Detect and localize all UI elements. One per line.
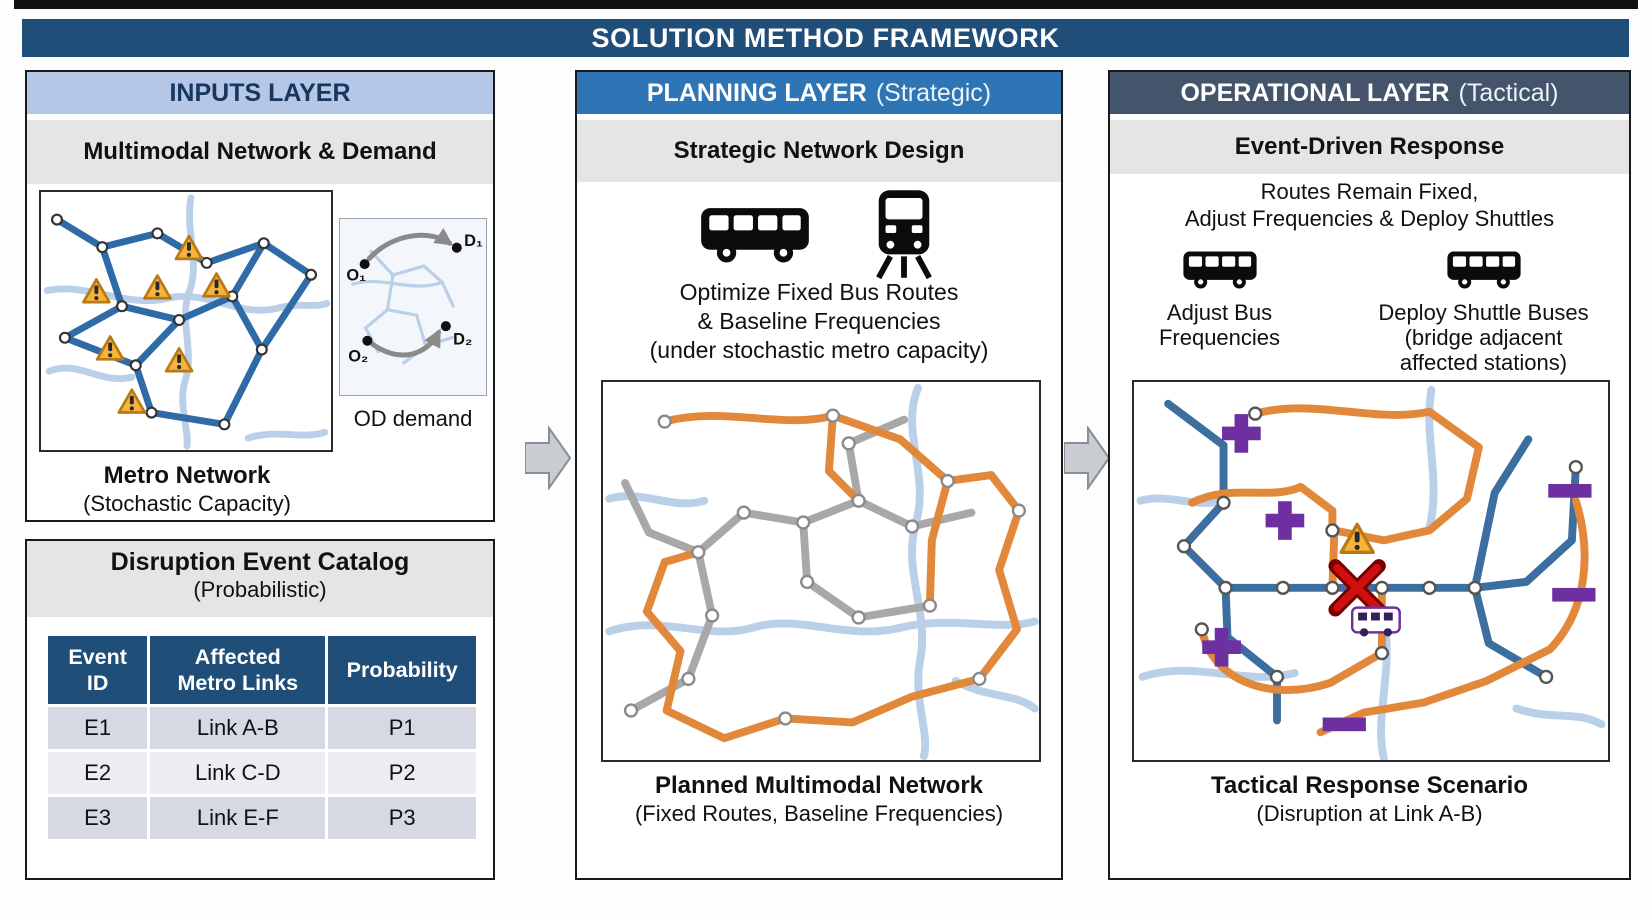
planning-desc-line3: (under stochastic metro capacity) xyxy=(649,337,989,363)
adjust-frequencies-action: Adjust Bus Frequencies xyxy=(1130,248,1310,375)
disruption-catalog-panel: Disruption Event Catalog (Probabilistic)… xyxy=(25,539,495,880)
page-title: SOLUTION METHOD FRAMEWORK xyxy=(591,22,1060,53)
operational-layer-header-label: OPERATIONAL LAYER xyxy=(1180,78,1450,107)
planned-network-subcaption: (Fixed Routes, Baseline Frequencies) xyxy=(634,801,1004,826)
operational-layer-header-suffix: (Tactical) xyxy=(1458,78,1559,107)
planning-section-title: Strategic Network Design xyxy=(673,137,965,164)
tactical-bus-routes xyxy=(1187,404,1589,737)
cell-probability: P1 xyxy=(328,707,476,750)
planned-underlay-lines xyxy=(605,383,1039,760)
planning-layer-panel: PLANNING LAYER (Strategic) Strategic Net… xyxy=(575,70,1063,880)
operational-subtitle-line2: Adjust Frequencies & Deploy Shuttles xyxy=(1184,206,1555,231)
cell-event-id: E3 xyxy=(48,797,148,840)
disruption-event-table: Event ID Affected Metro Links Probabilit… xyxy=(45,633,479,842)
table-header-row: Event ID Affected Metro Links Probabilit… xyxy=(48,636,476,705)
col-header-affected-links: Affected Metro Links xyxy=(150,636,326,705)
operational-actions: Adjust Bus Frequencies Deploy Shuttle Bu… xyxy=(1110,248,1629,375)
planning-desc-line1: Optimize Fixed Bus Routes xyxy=(679,279,959,305)
col-header-probability: Probability xyxy=(328,636,476,705)
cell-probability: P2 xyxy=(328,752,476,795)
cell-probability: P3 xyxy=(328,797,476,840)
od-nodes xyxy=(359,242,462,346)
planning-section-band: Strategic Network Design xyxy=(577,120,1061,182)
cell-event-id: E2 xyxy=(48,752,148,795)
operational-subtitle-line1: Routes Remain Fixed, xyxy=(1260,179,1479,204)
metro-network-caption: Metro Network xyxy=(103,462,271,489)
inputs-layer-header-label: INPUTS LAYER xyxy=(169,78,351,107)
od-network-lines xyxy=(351,249,455,365)
operational-layer-header: OPERATIONAL LAYER (Tactical) xyxy=(1110,72,1629,114)
inputs-section-band: Multimodal Network & Demand xyxy=(27,120,493,184)
planning-desc-line2: & Baseline Frequencies xyxy=(697,308,941,334)
catalog-subtitle: (Probabilistic) xyxy=(193,577,327,602)
disruption-x-icon xyxy=(1328,559,1386,617)
planning-description: Optimize Fixed Bus Routes & Baseline Fre… xyxy=(577,278,1061,365)
planning-layer-header: PLANNING LAYER (Strategic) xyxy=(577,72,1061,114)
destination-2-label: D₂ xyxy=(453,330,472,348)
od-flow-arrows xyxy=(366,228,454,358)
bus-icon xyxy=(701,207,809,262)
tactical-stations xyxy=(1176,406,1583,685)
origin-1-label: O₁ xyxy=(346,267,366,285)
planned-network-map xyxy=(601,380,1041,762)
operational-section-band: Event-Driven Response xyxy=(1110,120,1629,174)
operational-section-title: Event-Driven Response xyxy=(1234,133,1505,160)
tactical-response-subcaption: (Disruption at Link A-B) xyxy=(1256,801,1483,826)
deploy-shuttles-action: Deploy Shuttle Buses (bridge adjacent af… xyxy=(1358,248,1610,375)
operational-layer-panel: OPERATIONAL LAYER (Tactical) Event-Drive… xyxy=(1108,70,1631,880)
title-bar: SOLUTION METHOD FRAMEWORK xyxy=(22,19,1629,57)
planning-layer-header-label: PLANNING LAYER xyxy=(646,78,867,107)
bus-icon xyxy=(1182,251,1257,289)
planned-network-caption: Planned Multimodal Network xyxy=(654,772,984,799)
figure-top-border xyxy=(14,0,1638,9)
arrow-planning-to-operational-icon xyxy=(1064,426,1110,490)
col-header-event-id: Event ID xyxy=(48,636,148,705)
inputs-layer-panel: INPUTS LAYER Multimodal Network & Demand xyxy=(25,70,495,522)
train-icon xyxy=(869,188,939,280)
bridge-shuttle-bus-icon xyxy=(1350,606,1401,637)
frequency-increase-icons xyxy=(1202,414,1305,667)
tactical-response-svg xyxy=(1136,385,1606,760)
cell-affected-links: Link A-B xyxy=(150,707,326,750)
planned-stations xyxy=(623,408,1027,726)
od-demand-svg: O₁ D₁ O₂ D₂ xyxy=(346,228,483,366)
cell-affected-links: Link C-D xyxy=(150,752,326,795)
catalog-title-band: Disruption Event Catalog (Probabilistic) xyxy=(27,541,493,617)
cell-event-id: E1 xyxy=(48,707,148,750)
destination-1-label: D₁ xyxy=(464,232,483,250)
table-row-e3: E3 Link E-F P3 xyxy=(48,797,476,840)
planned-network-svg xyxy=(605,383,1039,760)
deploy-shuttles-label: Deploy Shuttle Buses (bridge adjacent af… xyxy=(1378,300,1589,375)
table-row-e2: E2 Link C-D P2 xyxy=(48,752,476,795)
catalog-title: Disruption Event Catalog xyxy=(110,548,410,576)
adjust-frequencies-label: Adjust Bus Frequencies xyxy=(1158,300,1281,350)
metro-network-map xyxy=(39,190,333,452)
inputs-section-title: Multimodal Network & Demand xyxy=(83,138,437,165)
tactical-response-caption: Tactical Response Scenario xyxy=(1210,772,1528,799)
mode-icons xyxy=(577,188,1061,280)
tactical-response-map xyxy=(1132,380,1610,762)
inputs-layer-header: INPUTS LAYER xyxy=(27,72,493,114)
metro-stations xyxy=(50,213,318,431)
metro-network-subcaption: (Stochastic Capacity) xyxy=(83,491,291,516)
origin-2-label: O₂ xyxy=(348,348,368,366)
shuttle-bus-icon xyxy=(1446,251,1521,289)
cell-affected-links: Link E-F xyxy=(150,797,326,840)
planning-layer-header-suffix: (Strategic) xyxy=(875,78,992,107)
arrow-inputs-to-planning-icon xyxy=(525,426,571,490)
table-row-e1: E1 Link A-B P1 xyxy=(48,707,476,750)
metro-network-svg xyxy=(43,194,331,450)
tactical-underlay-lines xyxy=(1136,385,1606,760)
od-demand-map: O₁ D₁ O₂ D₂ xyxy=(339,218,487,396)
od-demand-label: OD demand xyxy=(353,406,473,431)
